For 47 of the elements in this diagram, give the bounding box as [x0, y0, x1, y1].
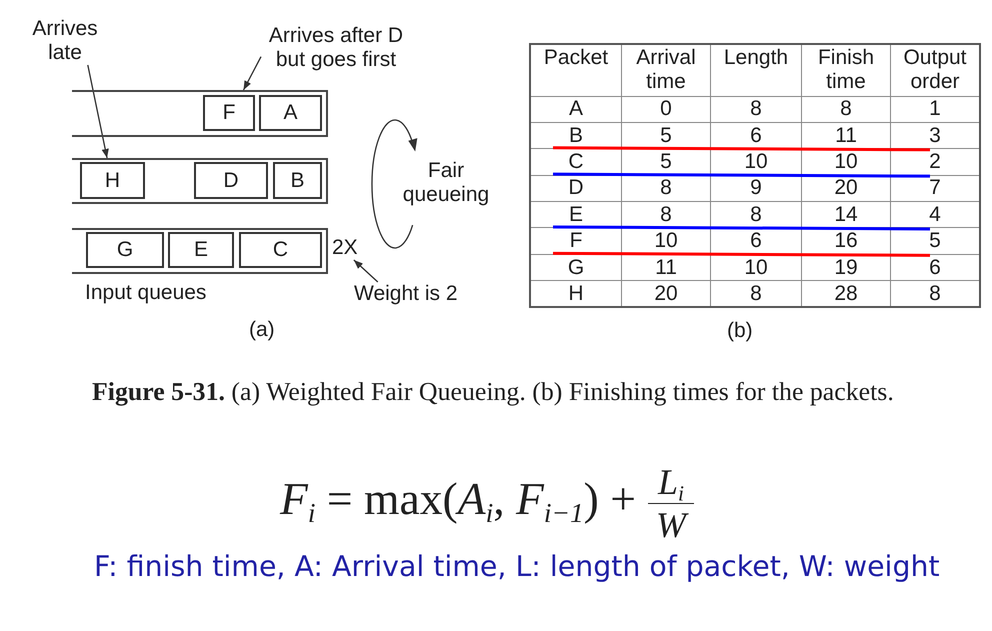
multiplier-label: 2X [332, 236, 358, 260]
table-cell: 8 [710, 96, 802, 122]
packet-box: E [168, 232, 234, 268]
leader-arrow [353, 260, 378, 282]
queue-channel [72, 228, 328, 274]
packet-box: A [259, 95, 322, 131]
definition-text: F: finish time, A: Arrival time, L: length of packet, W: weight [94, 551, 940, 583]
packet-box: B [273, 162, 322, 199]
table-cell: G [530, 254, 622, 281]
panel-label: (a) [249, 318, 275, 342]
column-header: Packet [530, 44, 622, 96]
table-cell: 20 [802, 175, 890, 202]
table-cell: 10 [710, 254, 802, 281]
table-cell: C [530, 148, 622, 176]
table-cell: 11 [622, 254, 710, 281]
fraction-denominator: W [648, 506, 694, 544]
table-cell: 8 [622, 175, 710, 202]
annotation-text: Arrives late [27, 17, 103, 65]
column-header: Finish time [802, 44, 890, 96]
table-cell: D [530, 175, 622, 202]
table-cell: B [530, 122, 622, 149]
table-cell: F [530, 228, 622, 254]
table-cell: 9 [710, 175, 802, 202]
panel-label: (b) [727, 319, 753, 343]
column-header: Length [710, 44, 802, 96]
packet-box: F [203, 95, 255, 131]
table-cell: 0 [622, 96, 710, 122]
column-header: Arrival time [622, 44, 710, 96]
annotation-text: Fair queueing [402, 159, 490, 207]
annotation-text: Weight is 2 [354, 282, 458, 306]
annotation-text: Arrives after D but goes first [261, 24, 411, 72]
figure-caption: Figure 5-31. (a) Weighted Fair Queueing. (b) Finishing times for the packets. [92, 379, 894, 405]
packet-box: G [86, 232, 164, 268]
table-cell: E [530, 202, 622, 228]
table-cell: 19 [802, 254, 890, 281]
table-cell: A [530, 96, 622, 122]
formula-text: F$_{i}$ = max(A$_{i}$, F$_{i−1}$) + [280, 475, 636, 523]
packet-box: D [194, 162, 268, 199]
packet-box: H [80, 162, 145, 199]
table-cell: 8 [802, 96, 890, 122]
leader-arrow [87, 64, 109, 158]
packet-box: C [239, 232, 322, 268]
leader-arrow [242, 56, 262, 90]
queue-channel [72, 158, 328, 204]
group-label: Input queues [85, 281, 206, 305]
queue-channel [72, 90, 328, 137]
fraction-numerator: L$_{i}$ [656, 463, 686, 501]
